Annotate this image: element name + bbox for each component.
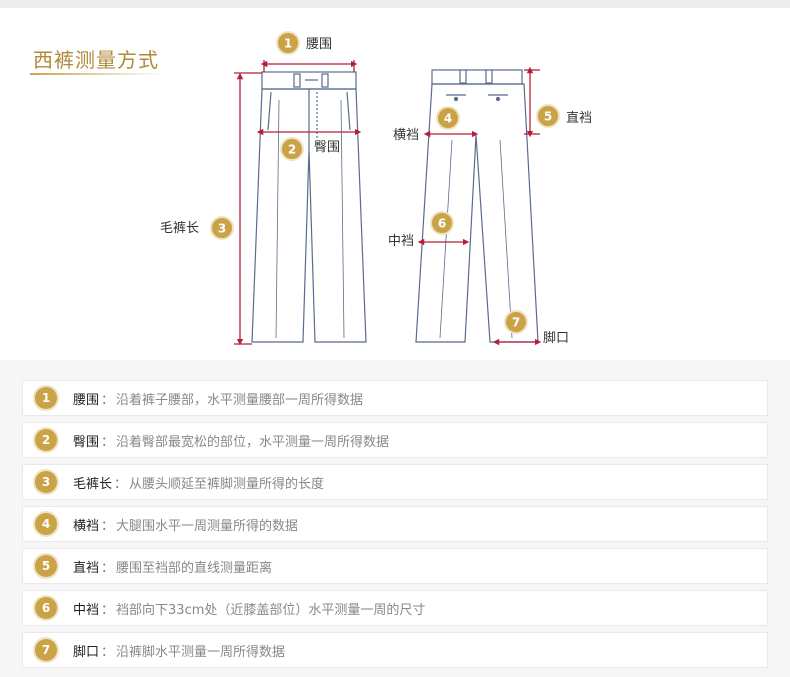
badge-circle: [436, 106, 460, 130]
row-description: 沿着裤子腰部，水平测量腰部一周所得数据: [116, 392, 364, 408]
front-pocket-left: [267, 91, 272, 131]
badge-3: 3: [210, 216, 234, 240]
row-colon: ：: [101, 392, 115, 408]
badge-circle: [280, 137, 304, 161]
row-term: 臀围: [73, 434, 100, 450]
row-term: 脚口: [73, 644, 100, 660]
row-badge: 7: [35, 639, 57, 661]
badge-6: 6: [430, 211, 454, 235]
row-description: 大腿围水平一周测量所得的数据: [116, 518, 299, 534]
row-badge: 6: [35, 597, 57, 619]
back-button-left: [453, 96, 459, 102]
thigh-label: 横裆: [393, 128, 419, 143]
row-term: 中裆: [73, 602, 100, 618]
badge-2: 2: [280, 137, 304, 161]
row-badge: 4: [35, 513, 57, 535]
badge-number: 2: [288, 143, 296, 157]
row-description: 沿裤脚水平测量一周所得数据: [116, 644, 286, 660]
measurement-row-thigh: 4 横裆：大腿围水平一周测量所得的数据: [22, 506, 768, 542]
measurement-row-length: 3 毛裤长：从腰头顺延至裤脚测量所得的长度: [22, 464, 768, 500]
badge-number: 6: [438, 217, 446, 231]
row-colon: ：: [114, 476, 128, 492]
badge-5: 5: [536, 104, 560, 128]
belt-loop: [485, 69, 493, 84]
belt-loop: [459, 69, 467, 84]
badge-circle: [536, 104, 560, 128]
row-term: 毛裤长: [73, 476, 113, 492]
top-band: [0, 0, 790, 8]
front-pocket-right: [346, 91, 351, 131]
measurement-row-hem: 7 脚口：沿裤脚水平测量一周所得数据: [22, 632, 768, 668]
rise-label: 直裆: [566, 111, 592, 126]
measurement-row-hip: 2 臀围：沿着臀部最宽松的部位，水平测量一周所得数据: [22, 422, 768, 458]
length-label: 毛裤长: [160, 221, 199, 236]
diagram-panel: [0, 8, 790, 360]
back-button-right: [495, 96, 501, 102]
hip-label: 臀围: [314, 140, 340, 155]
back-crease-left: [439, 139, 453, 339]
badge-number: 7: [512, 316, 520, 330]
waist-label: 腰围: [306, 37, 332, 52]
trousers-diagram: 1 腰围 2 臀围 3 毛裤长 4 横裆 5 直裆 6 中裆 7 脚口: [160, 31, 592, 346]
badge-7: 7: [504, 310, 528, 334]
row-term: 直裆: [73, 560, 100, 576]
hem-label: 脚口: [543, 330, 569, 346]
badge-circle: [276, 31, 300, 55]
badge-number: 3: [218, 222, 226, 236]
front-crease-left: [275, 99, 280, 339]
row-description: 从腰头顺延至裤脚测量所得的长度: [129, 476, 325, 492]
badge-circle: [504, 310, 528, 334]
badge-number: 4: [444, 112, 452, 126]
back-waistband: [431, 69, 523, 85]
row-colon: ：: [101, 560, 115, 576]
badge-circle: [430, 211, 454, 235]
badge-circle: [210, 216, 234, 240]
back-legs: [415, 83, 539, 343]
row-colon: ：: [101, 434, 115, 450]
title-underline: [30, 73, 163, 75]
measurement-row-waist: 1 腰围：沿着裤子腰部，水平测量腰部一周所得数据: [22, 380, 768, 416]
back-trousers: [415, 69, 539, 343]
row-description: 沿着臀部最宽松的部位，水平测量一周所得数据: [116, 434, 390, 450]
front-trousers: [251, 71, 367, 343]
row-badge: 5: [35, 555, 57, 577]
row-colon: ：: [101, 644, 115, 660]
badge-4: 4: [436, 106, 460, 130]
row-term: 横裆: [73, 518, 100, 534]
row-description: 裆部向下33cm处（近膝盖部位）水平测量一周的尺寸: [116, 602, 426, 618]
front-crease-right: [340, 99, 345, 339]
row-description: 腰围至裆部的直线测量距离: [116, 560, 273, 576]
belt-loop: [293, 73, 301, 88]
measurement-row-rise: 5 直裆：腰围至裆部的直线测量距离: [22, 548, 768, 584]
badge-1: 1: [276, 31, 300, 55]
knee-label: 中裆: [388, 234, 414, 249]
row-term: 腰围: [73, 392, 100, 408]
back-crease-right: [499, 139, 513, 339]
row-badge: 2: [35, 429, 57, 451]
row-colon: ：: [101, 518, 115, 534]
row-badge: 3: [35, 471, 57, 493]
badge-number: 5: [544, 110, 552, 124]
row-badge: 1: [35, 387, 57, 409]
row-colon: ：: [101, 602, 115, 618]
measurement-lines: [234, 60, 542, 346]
belt-loop: [321, 73, 329, 88]
badge-number: 1: [284, 37, 292, 51]
page-title: 西裤测量方式: [33, 48, 159, 72]
measurement-row-knee: 6 中裆：裆部向下33cm处（近膝盖部位）水平测量一周的尺寸: [22, 590, 768, 626]
